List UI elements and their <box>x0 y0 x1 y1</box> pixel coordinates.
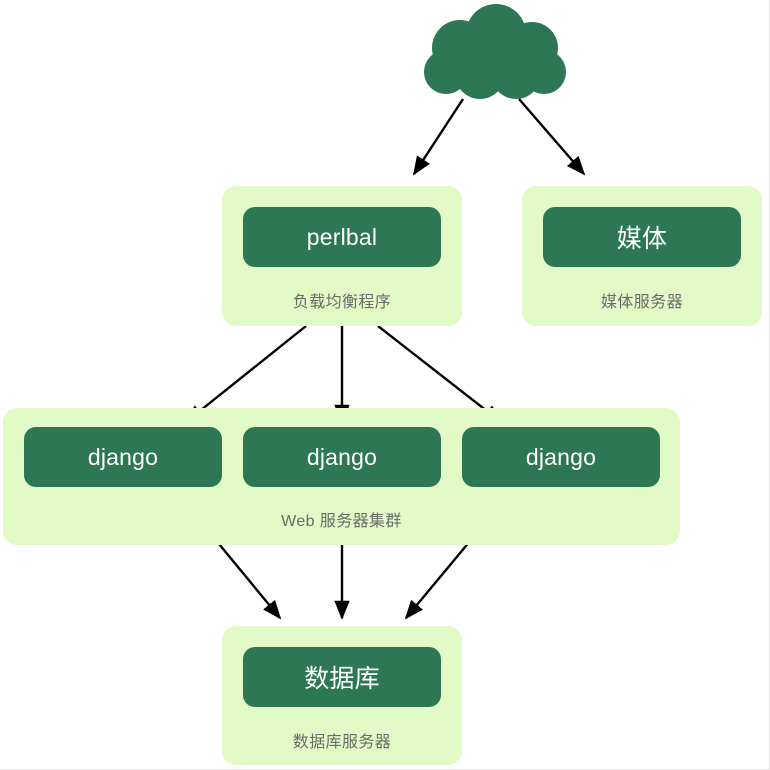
caption-media: 媒体服务器 <box>600 294 683 311</box>
node-perlbal[interactable]: perlbal <box>243 207 441 267</box>
node-django-1[interactable]: django <box>24 427 222 487</box>
edge-cloud-to-perlbal <box>412 98 465 176</box>
node-media[interactable]: 媒体 <box>543 207 741 267</box>
edge-cloud-to-media <box>518 98 586 176</box>
cloud-icon <box>424 4 566 99</box>
node-django-2[interactable]: django <box>243 427 441 487</box>
caption-database: 数据库服务器 <box>292 734 392 751</box>
node-database[interactable]: 数据库 <box>243 647 441 707</box>
caption-web-cluster: Web 服务器集群 <box>281 513 402 530</box>
node-django-3[interactable]: django <box>462 427 660 487</box>
caption-load-balancer: 负载均衡程序 <box>292 294 392 311</box>
